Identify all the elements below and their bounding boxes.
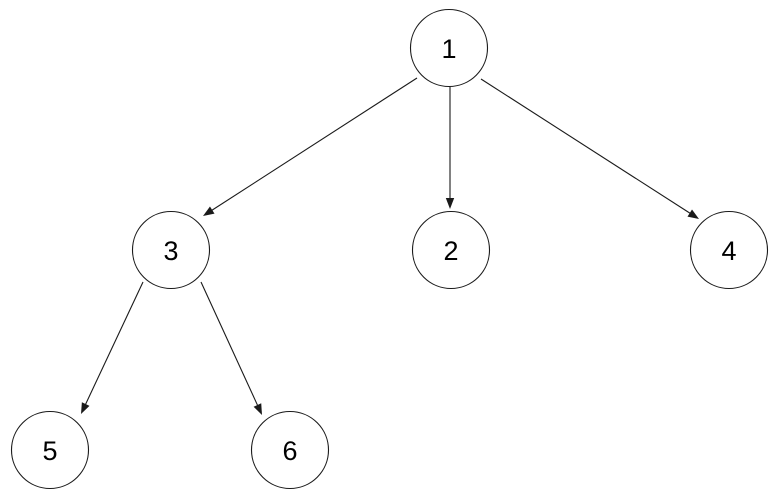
node-circle[interactable] <box>131 210 211 290</box>
edge-arrowhead-icon <box>445 198 455 209</box>
edge-arrowhead-icon <box>203 206 215 216</box>
graph-node-2[interactable]: 2 <box>411 210 491 290</box>
graph-edge-1-to-4 <box>480 78 699 219</box>
edge-line <box>84 281 144 407</box>
node-label: 5 <box>42 436 57 466</box>
node-circle[interactable] <box>409 8 489 88</box>
edge-arrowhead-icon <box>81 402 90 414</box>
node-label: 4 <box>721 236 736 266</box>
node-circle[interactable] <box>689 210 769 290</box>
graph-node-5[interactable]: 5 <box>10 410 90 490</box>
graph-node-3[interactable]: 3 <box>131 210 211 290</box>
graph-edge-1-to-2 <box>445 87 455 209</box>
node-layer: 1 2 3 4 5 6 <box>10 8 769 490</box>
graph-node-4[interactable]: 4 <box>689 210 769 290</box>
node-label: 3 <box>163 236 178 266</box>
graph-node-6[interactable]: 6 <box>250 410 330 490</box>
edge-line <box>210 77 418 212</box>
node-circle[interactable] <box>411 210 491 290</box>
node-circle[interactable] <box>10 410 90 490</box>
node-label: 6 <box>282 436 297 466</box>
node-label: 2 <box>443 236 458 266</box>
edge-layer <box>81 77 699 415</box>
node-label: 1 <box>441 34 456 64</box>
edge-line <box>200 281 259 408</box>
graph-edge-1-to-3 <box>203 77 418 216</box>
edge-arrowhead-icon <box>253 403 262 415</box>
graph-edge-3-to-6 <box>200 281 262 415</box>
graph-edge-3-to-5 <box>81 281 144 414</box>
edge-arrowhead-icon <box>687 209 699 219</box>
node-circle[interactable] <box>250 410 330 490</box>
edge-line <box>480 78 692 215</box>
graph-node-1[interactable]: 1 <box>409 8 489 88</box>
